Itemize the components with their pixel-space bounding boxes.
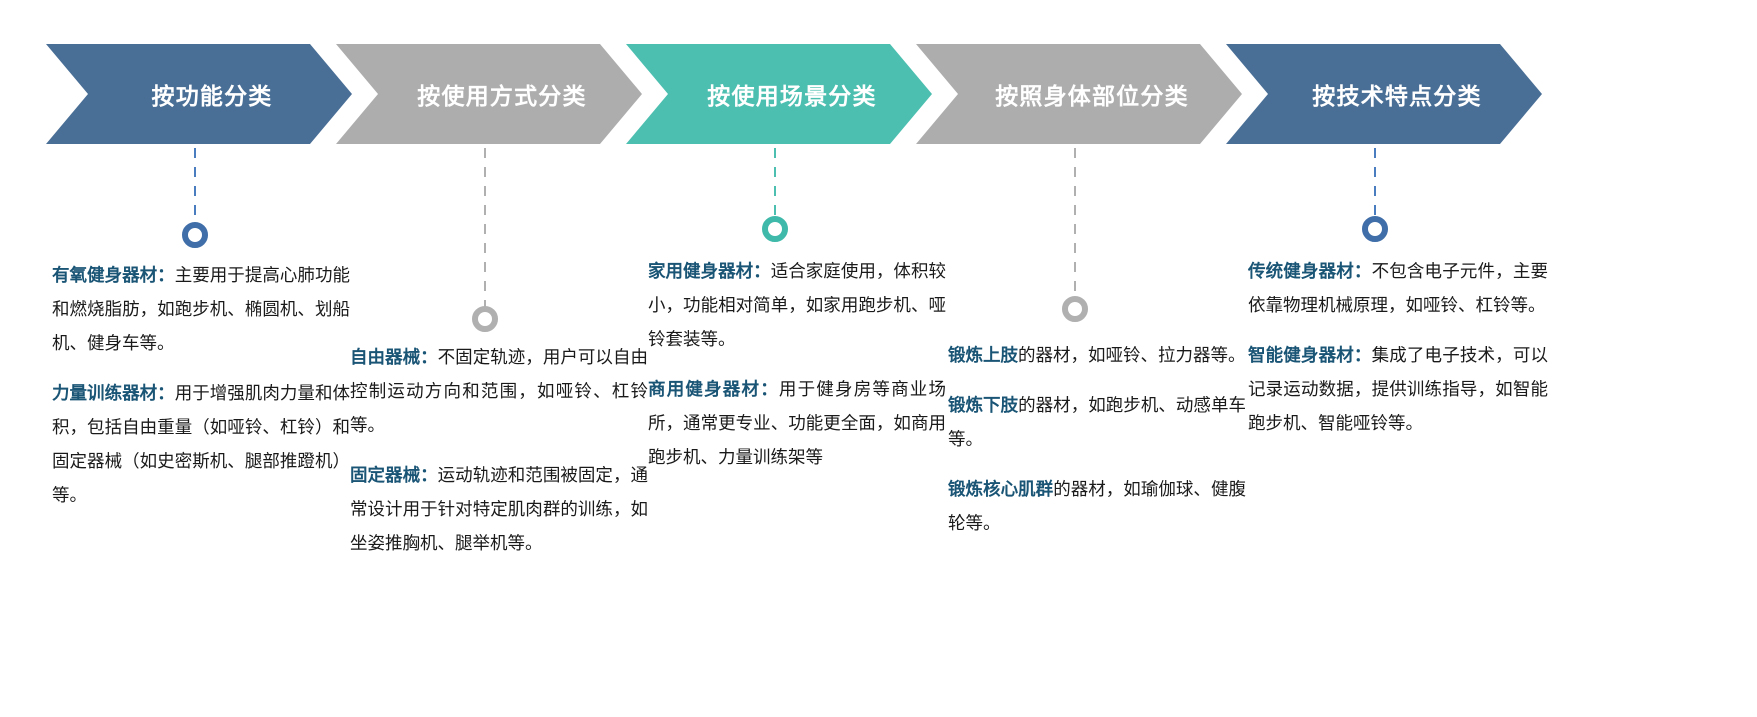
paragraph-title: 自由器械： [350, 347, 438, 367]
text-column-by-usage-scene: 家用健身器材：适合家庭使用，体积较小，功能相对简单，如家用跑步机、哑铃套装等。商… [648, 254, 946, 474]
paragraph-title: 智能健身器材： [1248, 345, 1372, 365]
paragraph-body: 运动轨迹和范围被固定，通常设计用于针对特定肌肉群的训练，如坐姿推胸机、腿举机等。 [350, 465, 648, 553]
connector-marker-5 [1362, 216, 1388, 242]
text-block: 锻炼核心肌群的器材，如瑜伽球、健腹轮等。 [948, 472, 1246, 540]
paragraph: 商用健身器材：用于健身房等商业场所，通常更专业、功能更全面，如商用跑步机、力量训… [648, 372, 946, 474]
stage-banner-2-label: 按使用方式分类 [417, 83, 587, 109]
connector-line-3 [774, 148, 776, 222]
paragraph-body: 集成了电子技术，可以记录运动数据，提供训练指导，如智能跑步机、智能哑铃等。 [1248, 345, 1548, 433]
paragraph: 锻炼核心肌群的器材，如瑜伽球、健腹轮等。 [948, 472, 1246, 540]
connector-marker-3 [762, 216, 788, 242]
paragraph-title: 商用健身器材： [648, 379, 779, 399]
text-column-by-technology: 传统健身器材：不包含电子元件，主要依靠物理机械原理，如哑铃、杠铃等。智能健身器材… [1248, 254, 1548, 440]
stage-banner-4[interactable]: 按照身体部位分类 [916, 44, 1242, 144]
paragraph-body: 不固定轨迹，用户可以自由控制运动方向和范围，如哑铃、杠铃等。 [350, 347, 648, 435]
paragraph-body: 不包含电子元件，主要依靠物理机械原理，如哑铃、杠铃等。 [1248, 261, 1548, 315]
paragraph: 智能健身器材：集成了电子技术，可以记录运动数据，提供训练指导，如智能跑步机、智能… [1248, 338, 1548, 440]
paragraph: 家用健身器材：适合家庭使用，体积较小，功能相对简单，如家用跑步机、哑铃套装等。 [648, 254, 946, 356]
stage-banner-3-label: 按使用场景分类 [707, 83, 877, 109]
paragraph: 固定器械：运动轨迹和范围被固定，通常设计用于针对特定肌肉群的训练，如坐姿推胸机、… [350, 458, 648, 560]
stage-banner-5-label: 按技术特点分类 [1312, 83, 1482, 109]
paragraph-body: 的器材，如跑步机、动感单车等。 [948, 395, 1246, 449]
stage-banner-row: 按功能分类 按使用方式分类 按使用场景分类 按照身体部位分类 按技术特点分类 [0, 44, 1757, 144]
text-column-by-body-part: 锻炼上肢的器材，如哑铃、拉力器等。锻炼下肢的器材，如跑步机、动感单车等。锻炼核心… [948, 338, 1246, 540]
text-block: 传统健身器材：不包含电子元件，主要依靠物理机械原理，如哑铃、杠铃等。 [1248, 254, 1548, 322]
paragraph-body: 适合家庭使用，体积较小，功能相对简单，如家用跑步机、哑铃套装等。 [648, 261, 946, 349]
stage-banner-3[interactable]: 按使用场景分类 [626, 44, 932, 144]
stage-banner-2[interactable]: 按使用方式分类 [336, 44, 642, 144]
text-block: 锻炼上肢的器材，如哑铃、拉力器等。 [948, 338, 1246, 372]
paragraph-body: 用于增强肌肉力量和体积，包括自由重量（如哑铃、杠铃）和固定器械（如史密斯机、腿部… [52, 383, 350, 505]
connector-marker-2 [472, 306, 498, 332]
paragraph-body: 的器材，如瑜伽球、健腹轮等。 [948, 479, 1246, 533]
paragraph: 有氧健身器材：主要用于提高心肺功能和燃烧脂肪，如跑步机、椭圆机、划船机、健身车等… [52, 258, 350, 360]
stage-banner-5[interactable]: 按技术特点分类 [1226, 44, 1542, 144]
paragraph: 锻炼下肢的器材，如跑步机、动感单车等。 [948, 388, 1246, 456]
connector-marker-4 [1062, 296, 1088, 322]
paragraph: 传统健身器材：不包含电子元件，主要依靠物理机械原理，如哑铃、杠铃等。 [1248, 254, 1548, 322]
paragraph-title: 有氧健身器材： [52, 265, 175, 285]
paragraph-title: 力量训练器材： [52, 383, 175, 403]
text-block: 力量训练器材：用于增强肌肉力量和体积，包括自由重量（如哑铃、杠铃）和固定器械（如… [52, 376, 350, 512]
stage-banner-1[interactable]: 按功能分类 [46, 44, 352, 144]
paragraph: 锻炼上肢的器材，如哑铃、拉力器等。 [948, 338, 1246, 372]
paragraph-title: 家用健身器材： [648, 261, 771, 281]
paragraph-body: 用于健身房等商业场所，通常更专业、功能更全面，如商用跑步机、力量训练架等 [648, 379, 947, 467]
stage-banner-4-label: 按照身体部位分类 [995, 83, 1189, 109]
text-block: 有氧健身器材：主要用于提高心肺功能和燃烧脂肪，如跑步机、椭圆机、划船机、健身车等… [52, 258, 350, 360]
text-block: 商用健身器材：用于健身房等商业场所，通常更专业、功能更全面，如商用跑步机、力量训… [648, 372, 946, 474]
paragraph-title: 固定器械： [350, 465, 438, 485]
text-block: 智能健身器材：集成了电子技术，可以记录运动数据，提供训练指导，如智能跑步机、智能… [1248, 338, 1548, 440]
paragraph: 力量训练器材：用于增强肌肉力量和体积，包括自由重量（如哑铃、杠铃）和固定器械（如… [52, 376, 350, 512]
paragraph-title: 锻炼核心肌群 [948, 479, 1054, 499]
paragraph: 自由器械：不固定轨迹，用户可以自由控制运动方向和范围，如哑铃、杠铃等。 [350, 340, 648, 442]
text-block: 自由器械：不固定轨迹，用户可以自由控制运动方向和范围，如哑铃、杠铃等。 [350, 340, 648, 442]
text-block: 家用健身器材：适合家庭使用，体积较小，功能相对简单，如家用跑步机、哑铃套装等。 [648, 254, 946, 356]
paragraph-title: 锻炼上肢 [948, 345, 1018, 365]
paragraph-title: 锻炼下肢 [948, 395, 1019, 415]
connector-line-1 [194, 148, 196, 230]
connector-line-2 [484, 148, 486, 310]
stage-banner-1-label: 按功能分类 [151, 83, 273, 109]
text-column-by-function: 有氧健身器材：主要用于提高心肺功能和燃烧脂肪，如跑步机、椭圆机、划船机、健身车等… [52, 258, 350, 512]
text-block: 锻炼下肢的器材，如跑步机、动感单车等。 [948, 388, 1246, 456]
connector-line-4 [1074, 148, 1076, 300]
connector-marker-1 [182, 222, 208, 248]
text-column-by-usage-mode: 自由器械：不固定轨迹，用户可以自由控制运动方向和范围，如哑铃、杠铃等。固定器械：… [350, 340, 648, 560]
paragraph-body: 主要用于提高心肺功能和燃烧脂肪，如跑步机、椭圆机、划船机、健身车等。 [52, 265, 350, 353]
connector-line-5 [1374, 148, 1376, 222]
paragraph-title: 传统健身器材： [1248, 261, 1372, 281]
text-block: 固定器械：运动轨迹和范围被固定，通常设计用于针对特定肌肉群的训练，如坐姿推胸机、… [350, 458, 648, 560]
paragraph-body: 的器材，如哑铃、拉力器等。 [1018, 345, 1246, 365]
